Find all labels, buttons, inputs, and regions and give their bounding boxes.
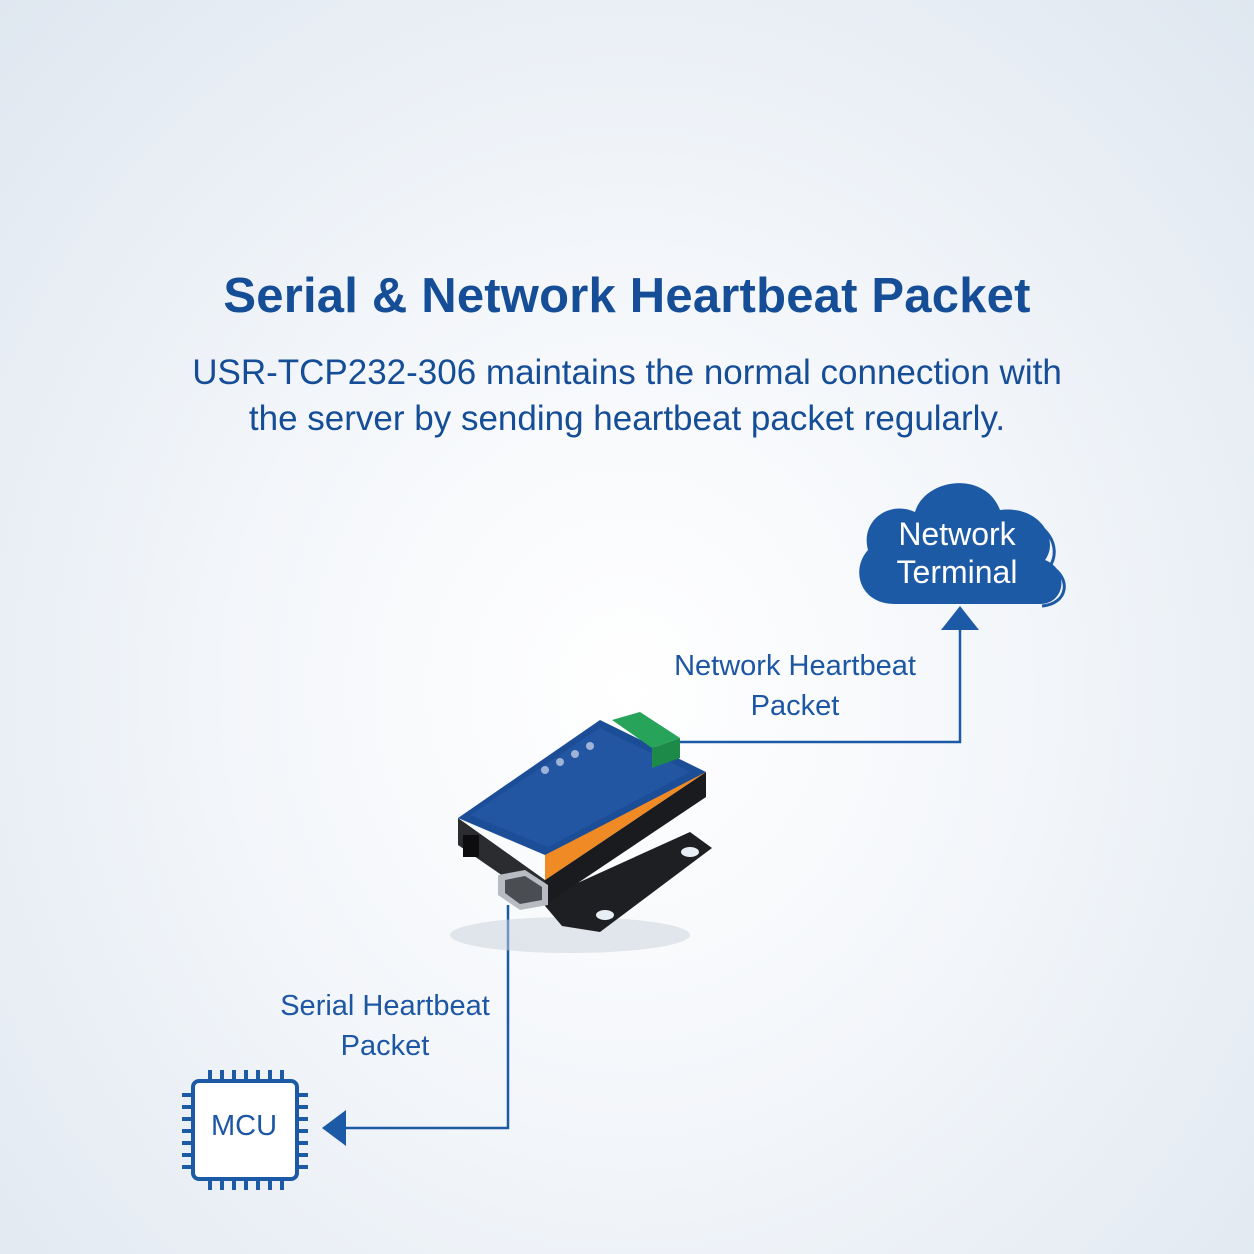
serial-server-device — [450, 712, 712, 953]
network-heartbeat-label: Network Heartbeat Packet — [655, 646, 935, 726]
network-terminal-label: Network Terminal — [862, 515, 1052, 591]
serial-heartbeat-line-1: Serial Heartbeat — [280, 990, 490, 1022]
network-connector — [676, 606, 979, 744]
serial-heartbeat-label: Serial Heartbeat Packet — [260, 986, 510, 1066]
page-subtitle: USR-TCP232-306 maintains the normal conn… — [0, 350, 1254, 442]
subtitle-line-2: the server by sending heartbeat packet r… — [248, 399, 1006, 438]
subtitle-line-1: USR-TCP232-306 maintains the normal conn… — [192, 353, 1062, 392]
network-terminal-line-2: Terminal — [896, 554, 1018, 590]
network-heartbeat-line-2: Packet — [750, 690, 840, 722]
serial-connector — [322, 905, 510, 1146]
serial-heartbeat-line-2: Packet — [340, 1030, 430, 1062]
network-heartbeat-line-1: Network Heartbeat — [674, 650, 916, 682]
network-terminal-line-1: Network — [898, 516, 1016, 552]
mcu-label: MCU — [210, 1110, 278, 1142]
chip-icon — [182, 1070, 308, 1190]
page-title: Serial & Network Heartbeat Packet — [223, 269, 1031, 323]
cloud-icon — [859, 483, 1066, 608]
